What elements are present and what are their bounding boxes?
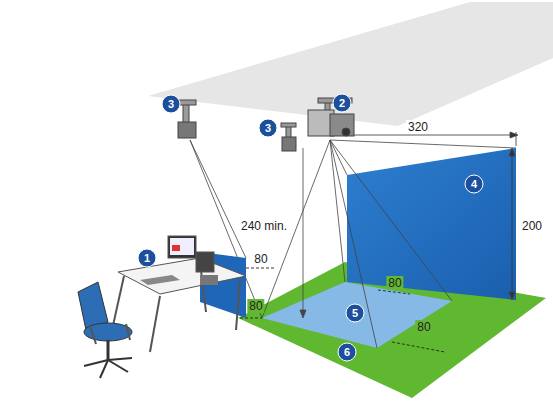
drawing-part: [100, 360, 108, 378]
drawing-part: [107, 340, 110, 360]
drawing-part: [246, 268, 276, 269]
drawing-part: [178, 122, 196, 138]
drawing-part: [84, 360, 108, 366]
callout-number: 6: [338, 343, 357, 362]
drawing-part: [150, 296, 160, 352]
callout-number: 1: [138, 249, 157, 268]
dimension-label: 320: [406, 120, 430, 134]
drawing-part: [140, 275, 180, 285]
drawing-part: [330, 140, 452, 301]
drawing-part: [392, 342, 445, 352]
dimension-label: 80: [415, 320, 432, 334]
dimension-label: 80: [252, 252, 269, 266]
drawing-part: [262, 282, 452, 348]
drawing-part: [281, 123, 296, 127]
dimension-label: 200: [520, 219, 544, 233]
drawing-part: [240, 318, 262, 319]
drawing-part: [512, 150, 513, 298]
callout-number: 4: [465, 175, 484, 194]
drawing-part: [509, 148, 515, 156]
drawing-part: [196, 252, 214, 272]
drawing-part: [347, 148, 516, 300]
drawing-part: [282, 137, 296, 151]
drawing-part: [126, 324, 130, 340]
drawing-part: [118, 258, 246, 294]
drawing-part: [300, 310, 306, 318]
dimension-label: 80: [386, 276, 403, 290]
drawing-part: [108, 358, 132, 360]
callout-number: 3: [259, 119, 278, 138]
dimension-label: 80: [247, 299, 264, 313]
ceiling-devices: [176, 98, 354, 151]
blue-screen: [347, 148, 516, 300]
projection-lines: [190, 132, 518, 348]
drawing-part: [342, 128, 350, 136]
drawing-part: [108, 360, 128, 372]
desk: [112, 236, 246, 352]
chair: [78, 282, 132, 378]
drawing-part: [510, 132, 518, 138]
drawing-part: [168, 236, 196, 258]
callout-number: 3: [162, 95, 181, 114]
drawing-part: [183, 104, 189, 124]
dimension-lines: [240, 268, 445, 352]
drawing-part: [303, 148, 304, 315]
drawing-part: [330, 114, 354, 136]
callout-number: 5: [346, 304, 365, 323]
drawing-part: [148, 2, 553, 126]
drawing-part: [190, 140, 246, 258]
ceiling: [148, 2, 553, 126]
drawing-part: [330, 140, 345, 282]
drawing-part: [330, 140, 516, 148]
drawing-part: [200, 275, 218, 285]
callout-number: 2: [333, 94, 352, 113]
drawing-part: [112, 276, 124, 330]
drawing-part: [90, 326, 96, 344]
drawing-part: [172, 245, 180, 251]
drawing-part: [378, 290, 410, 294]
drawing-part: [236, 280, 240, 330]
dimension-label: 240 min.: [239, 219, 289, 233]
drawing-part: [340, 135, 516, 136]
drawing-part: [509, 292, 515, 300]
drawing-part: [286, 126, 291, 138]
drawing-part: [330, 140, 347, 175]
drawing-part: [170, 238, 194, 255]
